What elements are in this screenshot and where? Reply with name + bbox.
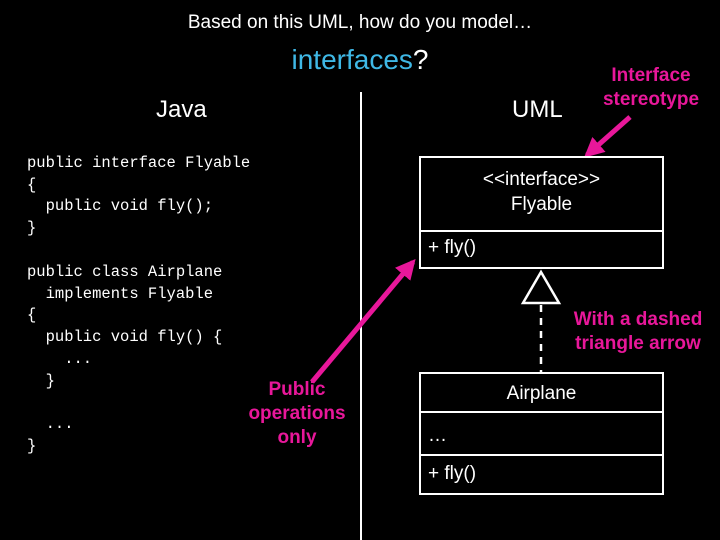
slide-subtitle: Based on this UML, how do you model… bbox=[187, 12, 533, 33]
callout-line: triangle arrow bbox=[575, 333, 701, 354]
interface-header: <<interface>> Flyable bbox=[421, 167, 662, 217]
uml-heading: UML bbox=[512, 96, 563, 123]
class-attributes: … bbox=[428, 425, 447, 446]
stereotype-callout: Interface stereotype bbox=[590, 64, 712, 112]
class-operation: + fly() bbox=[428, 463, 477, 484]
callout-line: Public bbox=[268, 379, 326, 400]
java-class-code: public class Airplane implements Flyable… bbox=[27, 263, 223, 455]
java-interface-code: public interface Flyable { public void f… bbox=[27, 154, 251, 238]
interface-divider bbox=[421, 230, 662, 232]
interface-flyable-box: <<interface>> Flyable + fly() bbox=[419, 156, 664, 269]
slide-title: interfaces? bbox=[0, 44, 720, 76]
public-ops-callout: Public operations only bbox=[234, 378, 360, 450]
callout-line: stereotype bbox=[602, 89, 700, 110]
stereotype-callout-arrow bbox=[584, 115, 632, 158]
interface-operation: + fly() bbox=[428, 237, 477, 258]
class-divider bbox=[421, 411, 662, 413]
callout-line: With a dashed bbox=[573, 309, 703, 330]
public-ops-callout-arrow bbox=[310, 258, 416, 384]
interface-stereotype: <<interface>> bbox=[482, 169, 601, 190]
title-keyword: interfaces bbox=[291, 44, 413, 75]
java-heading: Java bbox=[156, 96, 207, 123]
realization-triangle-icon bbox=[520, 269, 562, 305]
interface-name: Flyable bbox=[510, 194, 573, 215]
dashed-arrow-callout: With a dashed triangle arrow bbox=[560, 308, 716, 356]
callout-line: only bbox=[277, 427, 317, 448]
callout-line: Interface bbox=[611, 65, 691, 86]
class-divider bbox=[421, 454, 662, 456]
title-suffix: ? bbox=[412, 44, 429, 75]
callout-line: operations bbox=[248, 403, 346, 424]
class-airplane-box: Airplane … + fly() bbox=[419, 372, 664, 495]
class-name: Airplane bbox=[506, 383, 577, 404]
